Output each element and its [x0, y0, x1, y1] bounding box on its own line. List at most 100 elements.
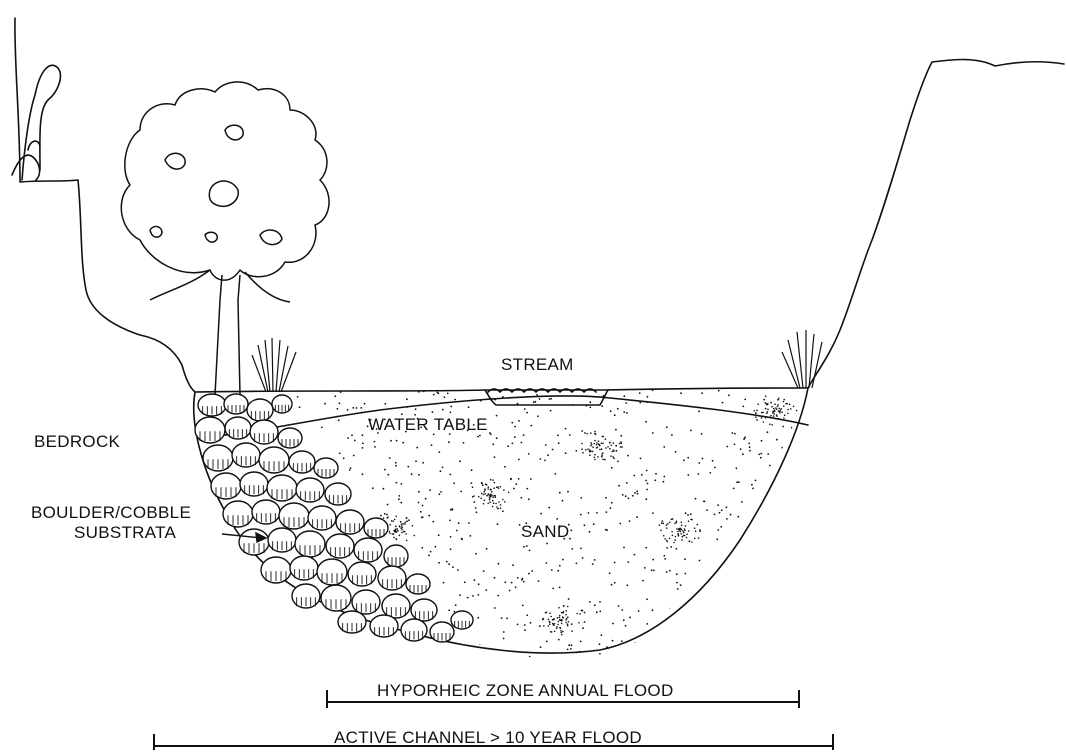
sand-dot	[625, 625, 627, 627]
sand-dot	[536, 394, 538, 396]
sand-dot	[639, 402, 641, 404]
sand-dot	[744, 399, 746, 401]
sand-dot	[438, 562, 440, 564]
sand-dot	[559, 627, 561, 629]
sand-dot	[298, 500, 300, 502]
sand-dot	[766, 508, 768, 510]
sand-dot	[645, 421, 647, 423]
sand-dot	[687, 514, 689, 516]
sand-dot	[324, 403, 326, 405]
sand-dot	[740, 448, 742, 450]
sand-dot	[652, 609, 654, 611]
sand-dot	[694, 538, 696, 540]
sand-dot	[684, 528, 686, 530]
sand-dot	[762, 412, 764, 414]
sand-dot	[603, 436, 605, 438]
hyporheic-zone-label: HYPORHEIC ZONE ANNUAL FLOOD	[377, 681, 674, 701]
sand-dot	[264, 582, 266, 584]
sand-dot	[241, 470, 243, 472]
sand-dot	[641, 474, 643, 476]
sand-dot	[730, 514, 732, 516]
sand-dot	[539, 625, 541, 627]
sand-dot	[430, 551, 432, 553]
sand-dot	[659, 524, 661, 526]
sand-dot	[698, 462, 700, 464]
sand-dot	[422, 505, 424, 507]
sand-dot	[502, 499, 504, 501]
sand-dot	[496, 437, 498, 439]
sand-dot	[517, 624, 519, 626]
sand-dot	[495, 503, 497, 505]
sand-dot	[483, 503, 485, 505]
sand-dot	[515, 586, 517, 588]
sand-dot	[761, 412, 763, 414]
sand-dot	[712, 600, 714, 602]
sand-dot	[793, 450, 795, 452]
sand-dot	[761, 621, 763, 623]
sand-dot	[518, 478, 520, 480]
sand-dot	[546, 611, 548, 613]
sand-dot	[581, 448, 583, 450]
sand-dot	[672, 535, 674, 537]
sand-dot	[722, 402, 724, 404]
sand-dot	[570, 529, 572, 531]
sand-dot	[683, 459, 685, 461]
sand-dot	[718, 390, 720, 392]
sand-dot	[551, 569, 553, 571]
sand-dot	[487, 503, 489, 505]
sand-dot	[677, 588, 679, 590]
sand-dot	[589, 451, 591, 453]
sand-dot	[620, 435, 622, 437]
sand-dot	[322, 452, 324, 454]
sand-dot	[552, 619, 554, 621]
sand-dot	[790, 408, 792, 410]
sand-dot	[783, 401, 785, 403]
sand-dot	[783, 535, 785, 537]
sand-dot	[540, 646, 542, 648]
sand-dot	[790, 604, 792, 606]
sand-dot	[200, 533, 202, 535]
sand-dot	[523, 581, 525, 583]
sand-dot	[589, 449, 591, 451]
sand-dot	[523, 546, 525, 548]
sand-dot	[567, 649, 569, 651]
sand-dot	[438, 451, 440, 453]
sand-dot	[521, 497, 523, 499]
sand-dot	[565, 452, 567, 454]
sand-dot	[685, 512, 687, 514]
sand-dot	[710, 638, 712, 640]
sand-dot	[755, 412, 757, 414]
sand-dot	[406, 520, 408, 522]
sand-dot	[742, 406, 744, 408]
sand-dot	[567, 491, 569, 493]
sand-dot	[662, 522, 664, 524]
sand-dot	[579, 651, 581, 653]
sand-dot	[344, 469, 346, 471]
sand-dot	[757, 550, 759, 552]
sand-dot	[347, 437, 349, 439]
sand-dot	[448, 441, 450, 443]
sand-dot	[789, 551, 791, 553]
sand-dot	[594, 454, 596, 456]
sand-dot	[663, 446, 665, 448]
sand-dot	[724, 604, 726, 606]
sand-dot	[558, 442, 560, 444]
sand-dot	[559, 587, 561, 589]
sand-dot	[663, 481, 665, 483]
sand-dot	[584, 524, 586, 526]
sand-dot	[297, 396, 299, 398]
sand-dot	[401, 483, 403, 485]
sand-dot	[492, 398, 494, 400]
sand-dot	[776, 415, 778, 417]
sand-dot	[272, 620, 274, 622]
sand-dot	[683, 535, 685, 537]
sand-dot	[783, 405, 785, 407]
sand-dot	[589, 454, 591, 456]
sand-dot	[756, 573, 758, 575]
sand-dot	[563, 605, 565, 607]
sand-dot	[783, 552, 785, 554]
sand-dot	[387, 474, 389, 476]
sand-dot	[735, 652, 737, 654]
sand-dot	[611, 451, 613, 453]
sand-dot	[639, 392, 641, 394]
